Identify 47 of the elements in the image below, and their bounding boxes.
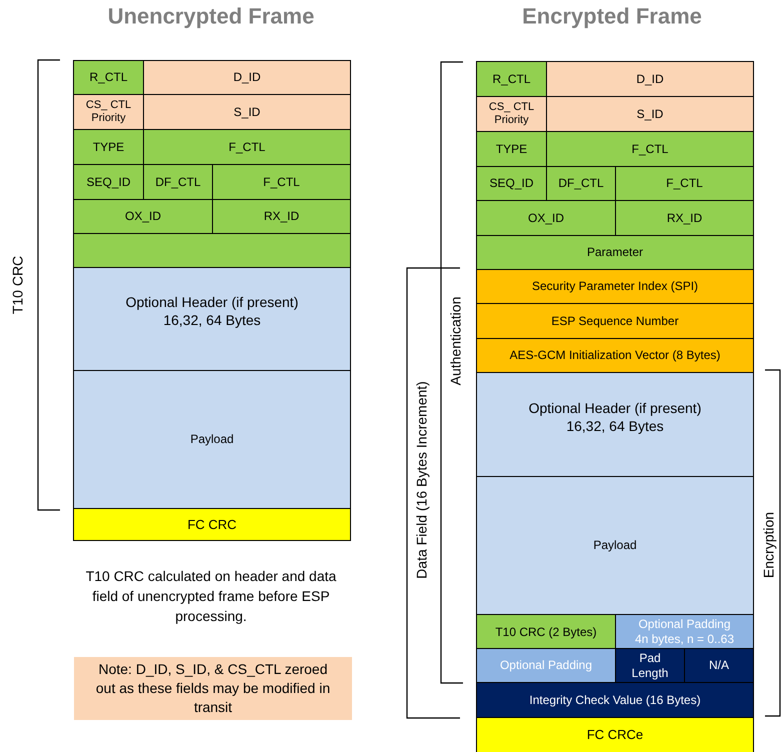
frame-title: Unencrypted Frame: [108, 2, 314, 30]
field-cell: R_CTL: [476, 61, 547, 97]
field-cell: DF_CTL: [546, 166, 616, 201]
field-cell: Integrity Check Value (16 Bytes): [476, 682, 754, 718]
field-cell: OX_ID: [73, 199, 213, 234]
field-cell: AES-GCM Initialization Vector (8 Bytes): [476, 338, 754, 373]
field-cell: RX_ID: [212, 199, 351, 234]
field-cell: OX_ID: [476, 200, 616, 236]
field-cell: F_CTL: [546, 131, 754, 167]
field-cell: TYPE: [476, 131, 547, 167]
field-cell: SEQ_ID: [476, 166, 547, 201]
note-box: Note: D_ID, S_ID, & CS_CTL zeroed out as these fields may be modified in transit: [74, 657, 352, 720]
frame-title: Encrypted Frame: [522, 2, 702, 30]
field-cell: F_CTL: [212, 164, 351, 200]
bracket-label: Data Field (16 Bytes Increment): [412, 381, 430, 579]
note-text: T10 CRC calculated on header and data field of unencrypted frame before ESP processing.: [84, 567, 338, 626]
field-cell: Payload: [476, 476, 754, 615]
field-cell: F_CTL: [143, 129, 351, 165]
field-cell: Security Parameter Index (SPI): [476, 269, 754, 304]
bracket-label: Authentication: [446, 296, 464, 386]
field-cell: ESP Sequence Number: [476, 303, 754, 339]
bracket-label: Encryption: [760, 512, 778, 578]
field-cell: TYPE: [73, 129, 144, 165]
field-cell: Pad Length: [615, 648, 685, 683]
field-cell: R_CTL: [73, 60, 144, 95]
field-cell: CS_ CTL Priority: [476, 96, 547, 132]
empty-field-cell: [73, 233, 351, 268]
field-cell: S_ID: [143, 94, 351, 130]
field-cell: Optional Padding 4n bytes, n = 0..63: [615, 614, 754, 649]
field-cell: N/A: [684, 648, 754, 683]
field-cell: RX_ID: [615, 200, 754, 236]
field-cell: CS_ CTL Priority: [73, 94, 144, 130]
field-cell: FC CRCe: [476, 717, 754, 752]
field-cell: SEQ_ID: [73, 164, 144, 200]
field-cell: T10 CRC (2 Bytes): [476, 614, 616, 649]
field-cell: Payload: [73, 370, 351, 509]
field-cell: S_ID: [546, 96, 754, 132]
field-cell: Optional Padding: [476, 648, 616, 683]
field-cell: DF_CTL: [143, 164, 213, 200]
field-cell: FC CRC: [73, 508, 351, 541]
field-cell: D_ID: [143, 60, 351, 95]
bracket-label: T10 CRC: [8, 256, 26, 314]
field-cell: D_ID: [546, 61, 754, 97]
field-cell: Optional Header (if present) 16,32, 64 Bytes: [73, 267, 351, 371]
field-cell: Parameter: [476, 235, 754, 270]
field-cell: Optional Header (if present) 16,32, 64 Bytes: [476, 372, 754, 477]
field-cell: F_CTL: [615, 166, 754, 201]
